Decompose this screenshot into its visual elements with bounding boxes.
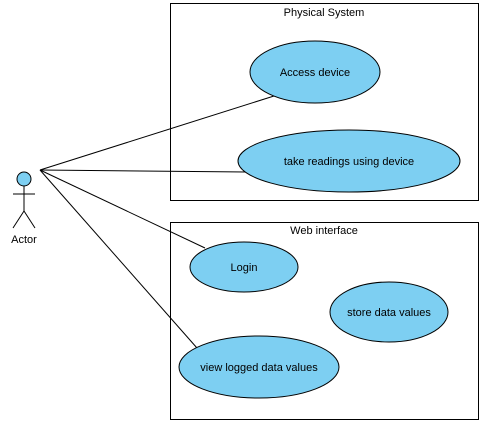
association-actor-readings: [39, 169, 247, 173]
use-case-store-data-values-shape: [329, 281, 449, 343]
use-case-access-device[interactable]: Access device: [249, 40, 381, 104]
association-actor-login: [39, 169, 206, 249]
use-case-view-logged-data[interactable]: view logged data values: [178, 335, 340, 399]
actor-left-leg: [12, 210, 25, 229]
use-case-view-logged-data-label: view logged data values: [200, 362, 318, 374]
association-actor-view: [39, 169, 198, 349]
actor[interactable]: [12, 171, 36, 229]
actor-right-leg: [23, 210, 36, 229]
use-case-login-label: Login: [231, 262, 258, 274]
associations: [39, 95, 275, 349]
use-case-take-readings-shape: [237, 129, 461, 193]
use-case-view-logged-data-shape: [178, 335, 340, 399]
use-case-access-device-shape: [249, 40, 381, 104]
system-physical-title: Physical System: [284, 7, 365, 19]
use-case-store-data-values-label: store data values: [347, 307, 431, 319]
use-case-take-readings[interactable]: take readings using device: [237, 129, 461, 193]
actor-head: [16, 171, 32, 187]
use-case-login-shape: [189, 241, 299, 293]
actor-label: Actor: [11, 234, 37, 246]
use-case-store-data-values[interactable]: store data values: [329, 281, 449, 343]
association-actor-access: [39, 95, 275, 171]
use-case-take-readings-label: take readings using device: [284, 156, 414, 168]
use-case-access-device-label: Access device: [280, 67, 350, 79]
system-web-title: Web interface: [290, 225, 358, 237]
use-case-login[interactable]: Login: [189, 241, 299, 293]
